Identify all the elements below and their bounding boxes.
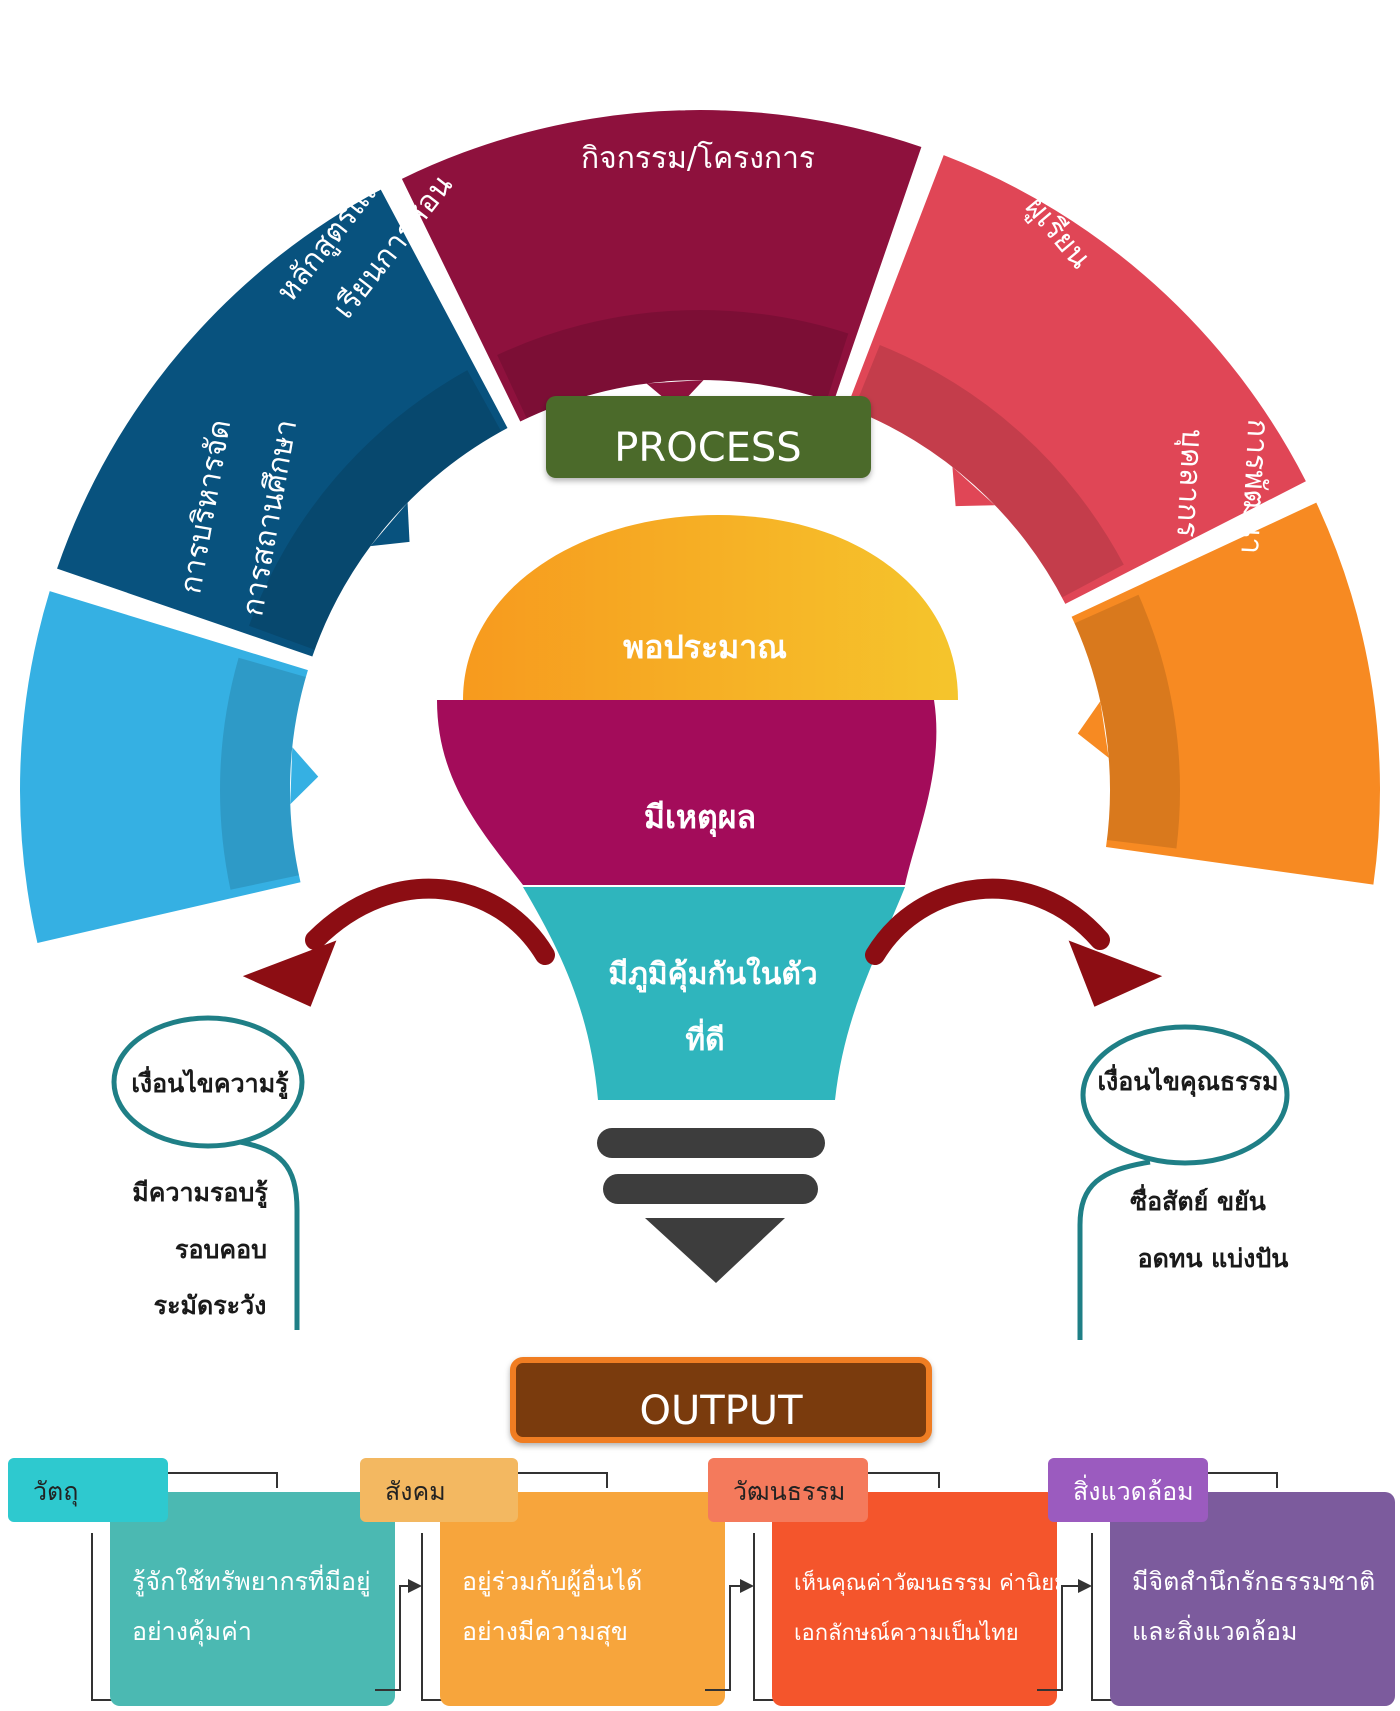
morality-condition-line [1077,1159,1151,1340]
morality-item-1: ซื่อสัตย์ ขยัน [1130,1184,1266,1216]
output-card-environment-body [1110,1492,1395,1706]
output-card-material-tab-label: วัตถุ [33,1477,78,1507]
segment-student-activity [846,155,1306,604]
knowledge-condition: เงื่อนไขความรู้ มีความรอบรู้ รอบคอบ ระมั… [111,1015,305,1330]
output-label: OUTPUT [639,1388,803,1434]
input-subtitle: กิจกรรม/โครงการ [581,140,815,176]
process-banner: PROCESS [546,396,871,478]
segment-student-activity-inner-band [853,344,1124,598]
segment-management-inner-band [220,657,306,890]
input-title: INPUT [623,64,773,122]
segment-curriculum [57,189,508,657]
output-card-environment-tab-label: สิ่งแวดล้อม [1073,1474,1194,1506]
output-card-environment-line2: และสิ่งแวดล้อม [1132,1614,1298,1646]
process-label: PROCESS [614,425,801,471]
output-card-social-tab [360,1458,518,1522]
output-card-material: วัตถุรู้จักใช้ทรัพยากรที่มีอยู่อย่างคุ้ม… [8,1458,422,1706]
output-connector-arrow-3 [1037,1579,1092,1691]
segment-management-pointer [290,747,319,805]
bulb-base-stripe-1 [597,1128,825,1158]
output-connector-arrow-2 [705,1579,754,1691]
output-card-culture-body [772,1492,1057,1706]
segment-input-center-pointer [646,380,704,409]
output-card-culture-line1: เห็นคุณค่าวัฒนธรรม ค่านิยม [794,1568,1069,1596]
segment-student-activity-pointer [952,466,995,507]
output-card-material-tab [8,1458,168,1522]
output-card-culture-tab [708,1458,868,1522]
knowledge-condition-line [239,1139,300,1330]
bulb-bottom-label-line2: ที่ดี [685,1018,724,1058]
bulb-top-label: พอประมาณ [623,628,787,666]
output-card-environment-line1: มีจิตสำนึกรักธรรมชาติ [1132,1567,1375,1596]
segment-personnel [1071,502,1381,885]
right-curved-arrow [865,878,1163,1007]
segment-input-center-inner-band [497,309,849,419]
knowledge-condition-ellipse [111,1015,305,1149]
output-banner: OUTPUT [510,1357,932,1443]
segment-label-personnel: การพัฒนา บุคลากร [1168,418,1275,555]
segment-curriculum-pointer [370,502,410,547]
output-card-culture-line2: เอกลักษณ์ความเป็นไทย [794,1618,1019,1646]
morality-condition-ellipse [1080,1024,1290,1166]
bulb-middle-label: มีเหตุผล [644,798,756,838]
output-card-social-body [440,1492,725,1706]
output-card-material-line2: อย่างคุ้มค่า [132,1617,252,1647]
morality-condition-title: เงื่อนไขคุณธรรม [1097,1064,1278,1098]
bulb-middle-section [437,700,937,885]
output-cards: วัตถุรู้จักใช้ทรัพยากรที่มีอยู่อย่างคุ้ม… [8,1458,1395,1706]
morality-condition: เงื่อนไขคุณธรรม ซื่อสัตย์ ขยัน อดทน แบ่ง… [1077,1024,1290,1340]
output-connector-arrow-1 [375,1579,422,1691]
output-card-material-body [110,1492,395,1706]
bulb-bottom-label-line1: มีภูมิคุ้มกันในตัว [608,956,817,993]
left-curved-arrow [242,878,555,1007]
bulb-top-section [463,515,958,700]
segment-label-personnel-line2: บุคลากร [1168,428,1210,538]
lightbulb: พอประมาณ มีเหตุผล มีภูมิคุ้มกันในตัว ที่… [437,515,958,1283]
bulb-base-stripe-2 [603,1174,818,1204]
knowledge-item-1: มีความรอบรู้ [132,1178,268,1209]
output-card-material-line1: รู้จักใช้ทรัพยากรที่มีอยู่ [132,1564,371,1597]
morality-item-2: อดทน แบ่งปัน [1138,1244,1289,1273]
output-card-social-line2: อย่างมีความสุข [462,1617,628,1647]
output-card-environment: สิ่งแวดล้อมมีจิตสำนึกรักธรรมชาติและสิ่งแ… [1048,1458,1395,1706]
segment-label-personnel-line1: การพัฒนา [1233,418,1275,555]
bulb-base-tip [645,1218,785,1283]
knowledge-item-3: ระมัดระวัง [154,1291,267,1320]
output-card-social-line1: อยู่ร่วมกับผู้อื่นได้ [462,1564,642,1597]
knowledge-condition-title: เงื่อนไขความรู้ [131,1066,289,1100]
bulb-bottom-section [523,887,905,1100]
output-banner-bg [510,1357,932,1443]
segment-personnel-inner-band [1074,594,1180,849]
output-card-culture-tab-label: วัฒนธรรม [733,1477,845,1506]
output-card-social-tab-label: สังคม [385,1477,446,1506]
knowledge-item-2: รอบคอบ [175,1235,267,1264]
segment-personnel-pointer [1077,701,1109,758]
segment-management [19,591,308,943]
process-banner-bg [546,396,871,478]
input-arc [19,109,1381,943]
segment-curriculum-inner-band [248,370,502,650]
segment-input-center [401,109,922,422]
output-card-environment-tab [1048,1458,1208,1522]
